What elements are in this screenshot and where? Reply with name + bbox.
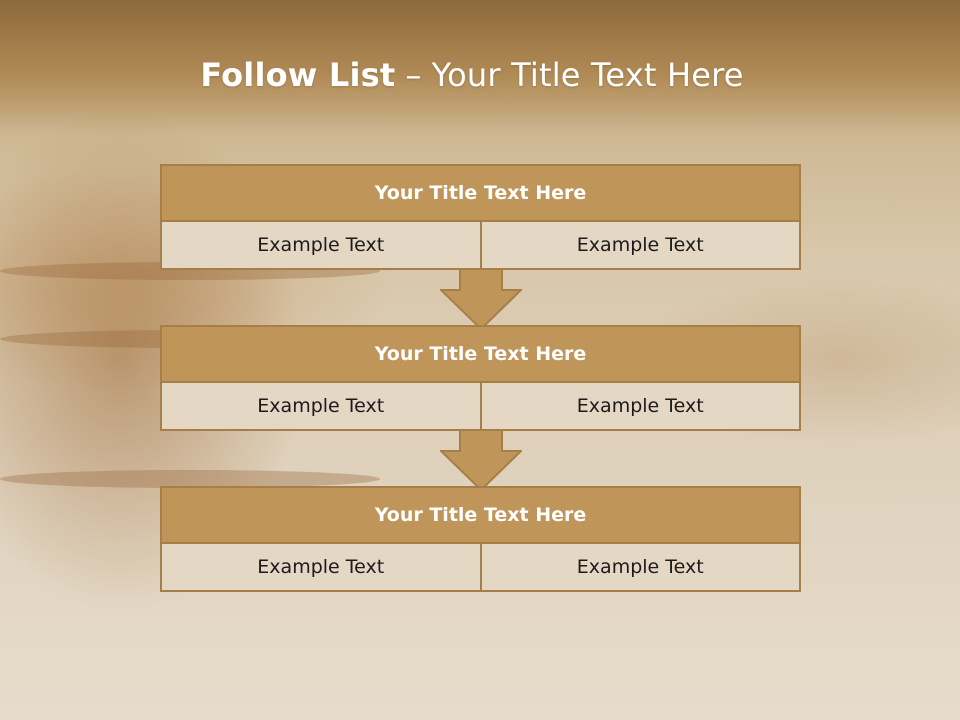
block-row: Example Text Example Text xyxy=(162,222,799,268)
block-cell-left[interactable]: Example Text xyxy=(162,383,480,429)
block-row: Example Text Example Text xyxy=(162,544,799,590)
slide-title: Follow List–Your Title Text Here xyxy=(0,56,944,94)
block-cell-right[interactable]: Example Text xyxy=(479,222,799,268)
slide-title-rest: Your Title Text Here xyxy=(431,56,744,94)
slide-title-dash: – xyxy=(405,56,422,94)
down-arrow-icon xyxy=(440,429,522,491)
down-arrow-icon xyxy=(440,268,522,330)
list-block-3: Your Title Text Here Example Text Exampl… xyxy=(160,486,801,592)
block-cell-left[interactable]: Example Text xyxy=(162,544,480,590)
slide-title-bold: Follow List xyxy=(200,56,396,94)
block-cell-left[interactable]: Example Text xyxy=(162,222,480,268)
gavel-ring xyxy=(0,470,380,488)
block-cell-right[interactable]: Example Text xyxy=(479,544,799,590)
block-title[interactable]: Your Title Text Here xyxy=(162,327,799,383)
list-block-1: Your Title Text Here Example Text Exampl… xyxy=(160,164,801,270)
title-bar xyxy=(0,0,960,135)
block-row: Example Text Example Text xyxy=(162,383,799,429)
list-block-2: Your Title Text Here Example Text Exampl… xyxy=(160,325,801,431)
block-title[interactable]: Your Title Text Here xyxy=(162,166,799,222)
block-title[interactable]: Your Title Text Here xyxy=(162,488,799,544)
block-cell-right[interactable]: Example Text xyxy=(479,383,799,429)
